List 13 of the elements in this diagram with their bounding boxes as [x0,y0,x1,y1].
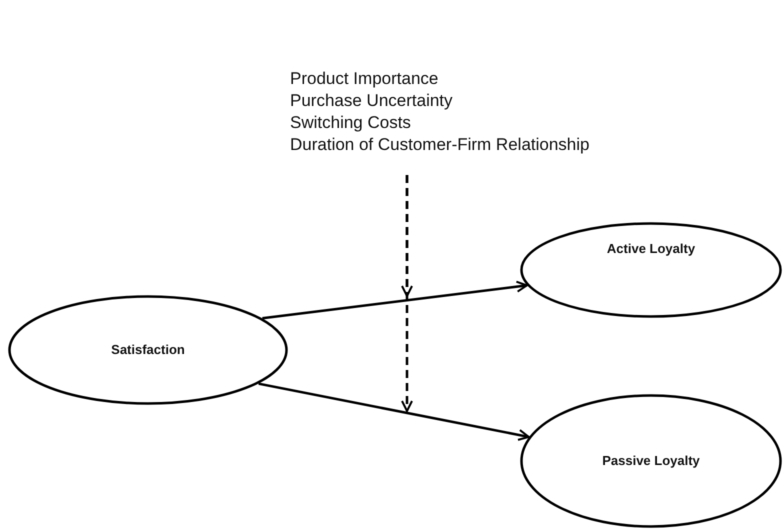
node-label: Active Loyalty [606,240,696,256]
dashed-arrow [401,175,413,412]
arrow [262,280,528,320]
ellipse-node [520,394,782,528]
node-label: Satisfaction [111,342,185,357]
ellipse-node [520,222,782,318]
moderator-label: Duration of Customer-Firm Relationship [290,134,590,156]
node-label: Passive Loyalty [602,453,700,468]
moderator-label: Purchase Uncertainty [290,90,454,112]
moderator-label: Switching Costs [290,112,412,134]
ellipse-node [8,295,288,405]
moderator-label: Product Importance [290,68,440,90]
arrow [258,382,530,441]
